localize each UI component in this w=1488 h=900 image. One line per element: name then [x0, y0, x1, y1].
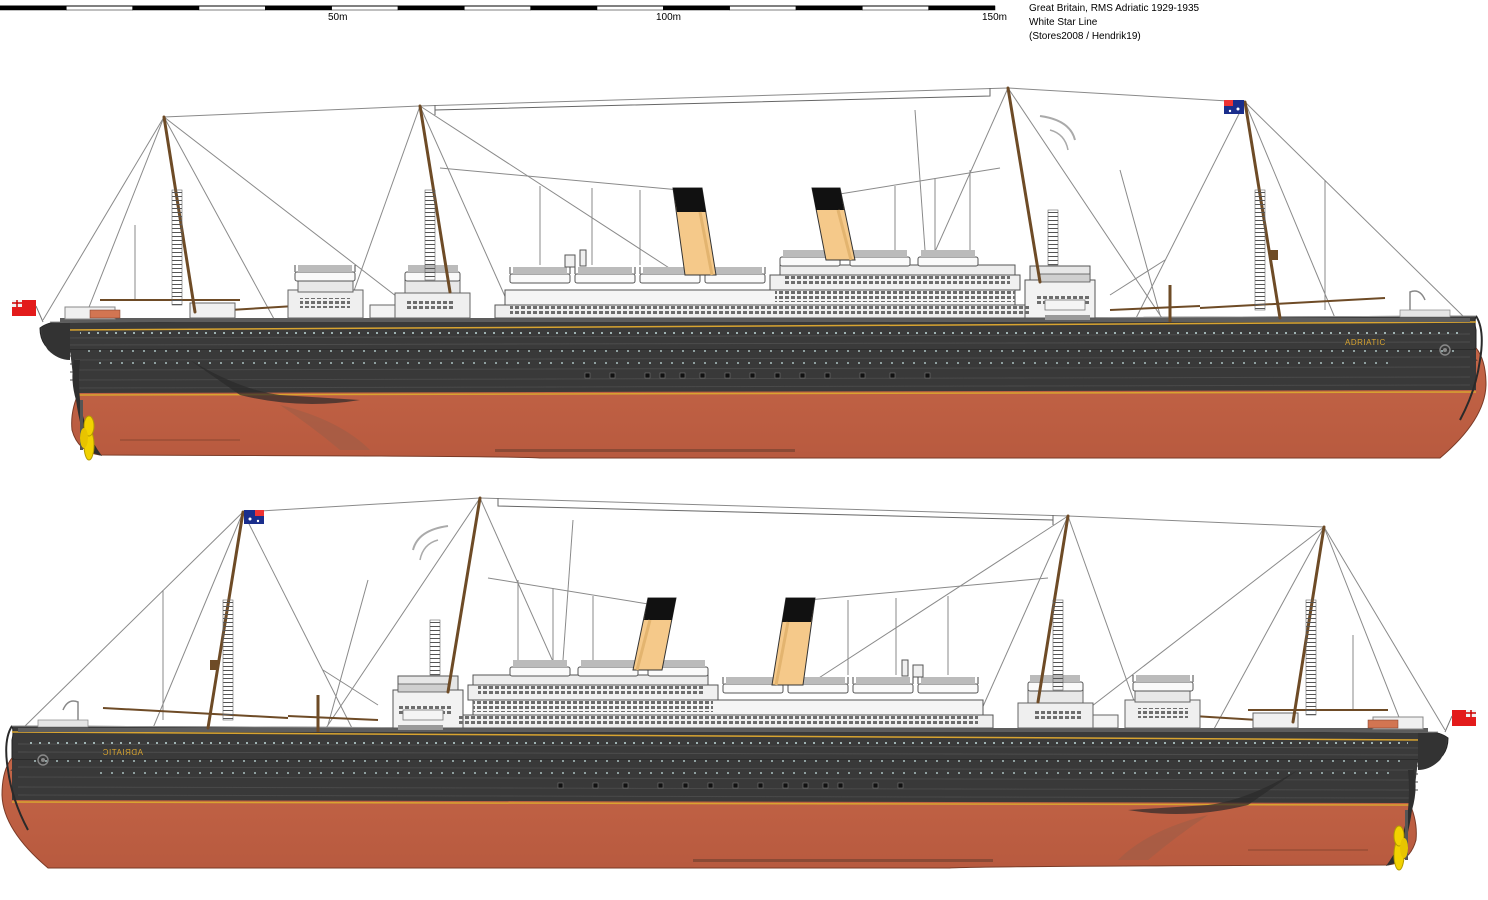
scale-bar [0, 5, 996, 11]
caption-title: Great Britain, RMS Adriatic 1929-1935 [1029, 3, 1200, 14]
ship-profile-lower [0, 496, 1478, 872]
ship-hull-lower [0, 496, 1478, 872]
scale-label-50m: 50m [328, 12, 348, 23]
scale-label-150m: 150m [982, 12, 1008, 23]
caption-credits: (Stores2008 / Hendrik19) [1029, 31, 1141, 42]
ship-profile-upper [10, 86, 1488, 462]
scale-label-100m: 100m [656, 12, 682, 23]
drawing-caption: Great Britain, RMS Adriatic 1929-1935 Wh… [1029, 2, 1199, 44]
ship-hull-upper [10, 86, 1488, 462]
caption-owner: White Star Line [1029, 17, 1098, 28]
